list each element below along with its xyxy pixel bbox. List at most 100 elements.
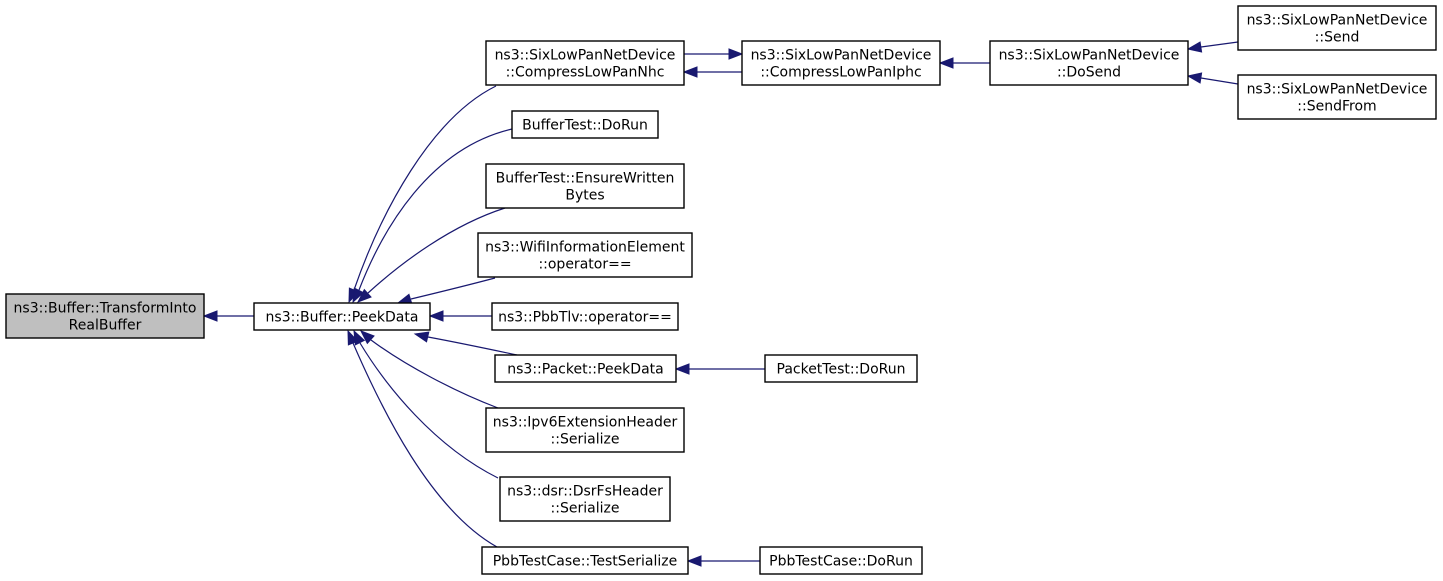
node-box [764, 354, 918, 383]
node-box [741, 40, 941, 86]
edge-arrowhead [938, 57, 954, 69]
edge-arrowhead [356, 288, 372, 303]
node-compress_low_pan_iphc[interactable]: ns3::SixLowPanNetDevice::CompressLowPanI… [741, 40, 941, 86]
node-box [485, 40, 685, 86]
edge-dsr_fs_header_serialize-to-buffer_peek_data [353, 329, 499, 479]
node-label-line: ::Send [1315, 30, 1360, 46]
node-label-line: ::DoSend [1057, 65, 1121, 81]
node-label-line: Bytes [565, 188, 604, 204]
node-dsr_fs_header_serialize[interactable]: ns3::dsr::DsrFsHeader::Serialize [499, 476, 671, 522]
edge-arrowhead [682, 66, 698, 78]
node-label-line: ns3::Buffer::PeekData [266, 310, 419, 326]
node-label-line: ::CompressLowPanNhc [506, 65, 665, 81]
node-box [1237, 5, 1437, 51]
node-box [759, 546, 923, 575]
node-box [499, 476, 671, 522]
node-packet_test_do_run[interactable]: PacketTest::DoRun [764, 354, 918, 383]
node-six_low_pan_do_send[interactable]: ns3::SixLowPanNetDevice::DoSend [989, 40, 1189, 86]
node-six_low_pan_send[interactable]: ns3::SixLowPanNetDevice::Send [1237, 5, 1437, 51]
node-box [5, 293, 205, 339]
node-packet_peek_data[interactable]: ns3::Packet::PeekData [494, 354, 677, 383]
node-label-line: ns3::Packet::PeekData [507, 362, 663, 378]
edge-ipv6_extension_header_serialize-to-buffer_peek_data [359, 330, 499, 409]
edge-packet_peek_data-to-buffer_peek_data [413, 331, 518, 356]
node-label-line: ns3::SixLowPanNetDevice [1247, 82, 1428, 98]
edge-arrowhead [1186, 41, 1203, 53]
node-label-line: PbbTestCase::DoRun [769, 554, 913, 570]
node-label-line: ns3::PbbTlv::operator== [498, 310, 672, 326]
node-label-line: ns3::Buffer::TransformInto [14, 301, 197, 317]
node-label-line: ns3::SixLowPanNetDevice [1247, 13, 1428, 29]
edge-six_low_pan_do_send-to-compress_low_pan_iphc [938, 57, 990, 69]
edge-six_low_pan_send-to-six_low_pan_do_send [1186, 41, 1239, 53]
node-pbb_tlv_operator_eq[interactable]: ns3::PbbTlv::operator== [491, 302, 679, 331]
node-buffer_test_do_run[interactable]: BufferTest::DoRun [511, 110, 659, 139]
edge-line [1200, 77, 1239, 85]
edge-arrowhead [347, 329, 359, 346]
edge-arrowhead [728, 48, 744, 60]
node-label-line: ns3::SixLowPanNetDevice [751, 48, 932, 64]
edge-pbb_tlv_operator_eq-to-buffer_peek_data [428, 310, 492, 322]
edge-arrowhead [1186, 72, 1203, 84]
edge-compress_low_pan_nhc-to-buffer_peek_data [348, 85, 497, 304]
node-box [253, 302, 431, 331]
edge-packet_test_do_run-to-packet_peek_data [674, 363, 765, 375]
edge-pbb_test_case_do_run-to-pbb_test_case_test_serialize [686, 555, 760, 567]
node-box [511, 110, 659, 139]
edge-line [352, 342, 498, 548]
edge-compress_low_pan_iphc-to-compress_low_pan_nhc [682, 66, 742, 78]
edge-six_low_pan_send_from-to-six_low_pan_do_send [1186, 72, 1239, 85]
edge-line [353, 85, 497, 291]
node-six_low_pan_send_from[interactable]: ns3::SixLowPanNetDevice::SendFrom [1237, 74, 1437, 120]
edge-line [358, 128, 513, 291]
edge-arrowhead [202, 310, 218, 322]
node-label-line: ns3::SixLowPanNetDevice [495, 48, 676, 64]
node-label-line: BufferTest::EnsureWritten [496, 171, 675, 187]
edge-arrowhead [359, 330, 375, 345]
node-pbb_test_case_test_serialize[interactable]: PbbTestCase::TestSerialize [481, 546, 689, 575]
node-label-line: ::CompressLowPanIphc [760, 65, 921, 81]
node-box [485, 163, 685, 209]
edge-line [359, 342, 499, 479]
node-label-line: ns3::WifiInformationElement [485, 240, 685, 256]
node-label-line: ::SendFrom [1297, 99, 1376, 115]
edge-line [1200, 41, 1239, 48]
node-buffer_peek_data[interactable]: ns3::Buffer::PeekData [253, 302, 431, 331]
node-label-line: ::Serialize [551, 432, 620, 448]
node-label-line: ns3::Ipv6ExtensionHeader [493, 415, 678, 431]
node-label-line: ::Serialize [551, 501, 620, 517]
node-label-line: ns3::dsr::DsrFsHeader [507, 484, 663, 500]
node-label-line: ns3::SixLowPanNetDevice [999, 48, 1180, 64]
edge-line [410, 277, 496, 300]
node-label-line: PacketTest::DoRun [777, 362, 906, 378]
node-box [485, 407, 685, 453]
edge-buffer_test_do_run-to-buffer_peek_data [352, 128, 513, 304]
edge-buffer_peek_data-to-transform_into_real_buffer [202, 310, 254, 322]
node-label-line: PbbTestCase::TestSerialize [493, 554, 678, 570]
node-pbb_test_case_do_run[interactable]: PbbTestCase::DoRun [759, 546, 923, 575]
node-compress_low_pan_nhc[interactable]: ns3::SixLowPanNetDevice::CompressLowPanN… [485, 40, 685, 86]
edge-compress_low_pan_nhc-to-compress_low_pan_iphc [684, 48, 744, 60]
graph-edges [202, 41, 1239, 567]
node-ipv6_extension_header_serialize[interactable]: ns3::Ipv6ExtensionHeader::Serialize [485, 407, 685, 453]
edge-arrowhead [413, 331, 430, 343]
edge-arrowhead [686, 555, 702, 567]
edge-line [367, 207, 506, 294]
edge-buffer_test_ensure_written_bytes-to-buffer_peek_data [356, 207, 506, 303]
node-wifi_information_element_operator_eq[interactable]: ns3::WifiInformationElement::operator== [477, 232, 693, 278]
edge-arrowhead [428, 310, 444, 322]
node-label-line: BufferTest::DoRun [522, 118, 648, 134]
edge-arrowhead [352, 287, 365, 304]
node-label-line: ::operator== [538, 257, 631, 273]
node-box [491, 302, 679, 331]
node-label-line: RealBuffer [69, 318, 142, 334]
edge-line [370, 339, 499, 409]
node-box [481, 546, 689, 575]
node-box [494, 354, 677, 383]
edge-line [427, 336, 518, 356]
edge-arrowhead [674, 363, 690, 375]
